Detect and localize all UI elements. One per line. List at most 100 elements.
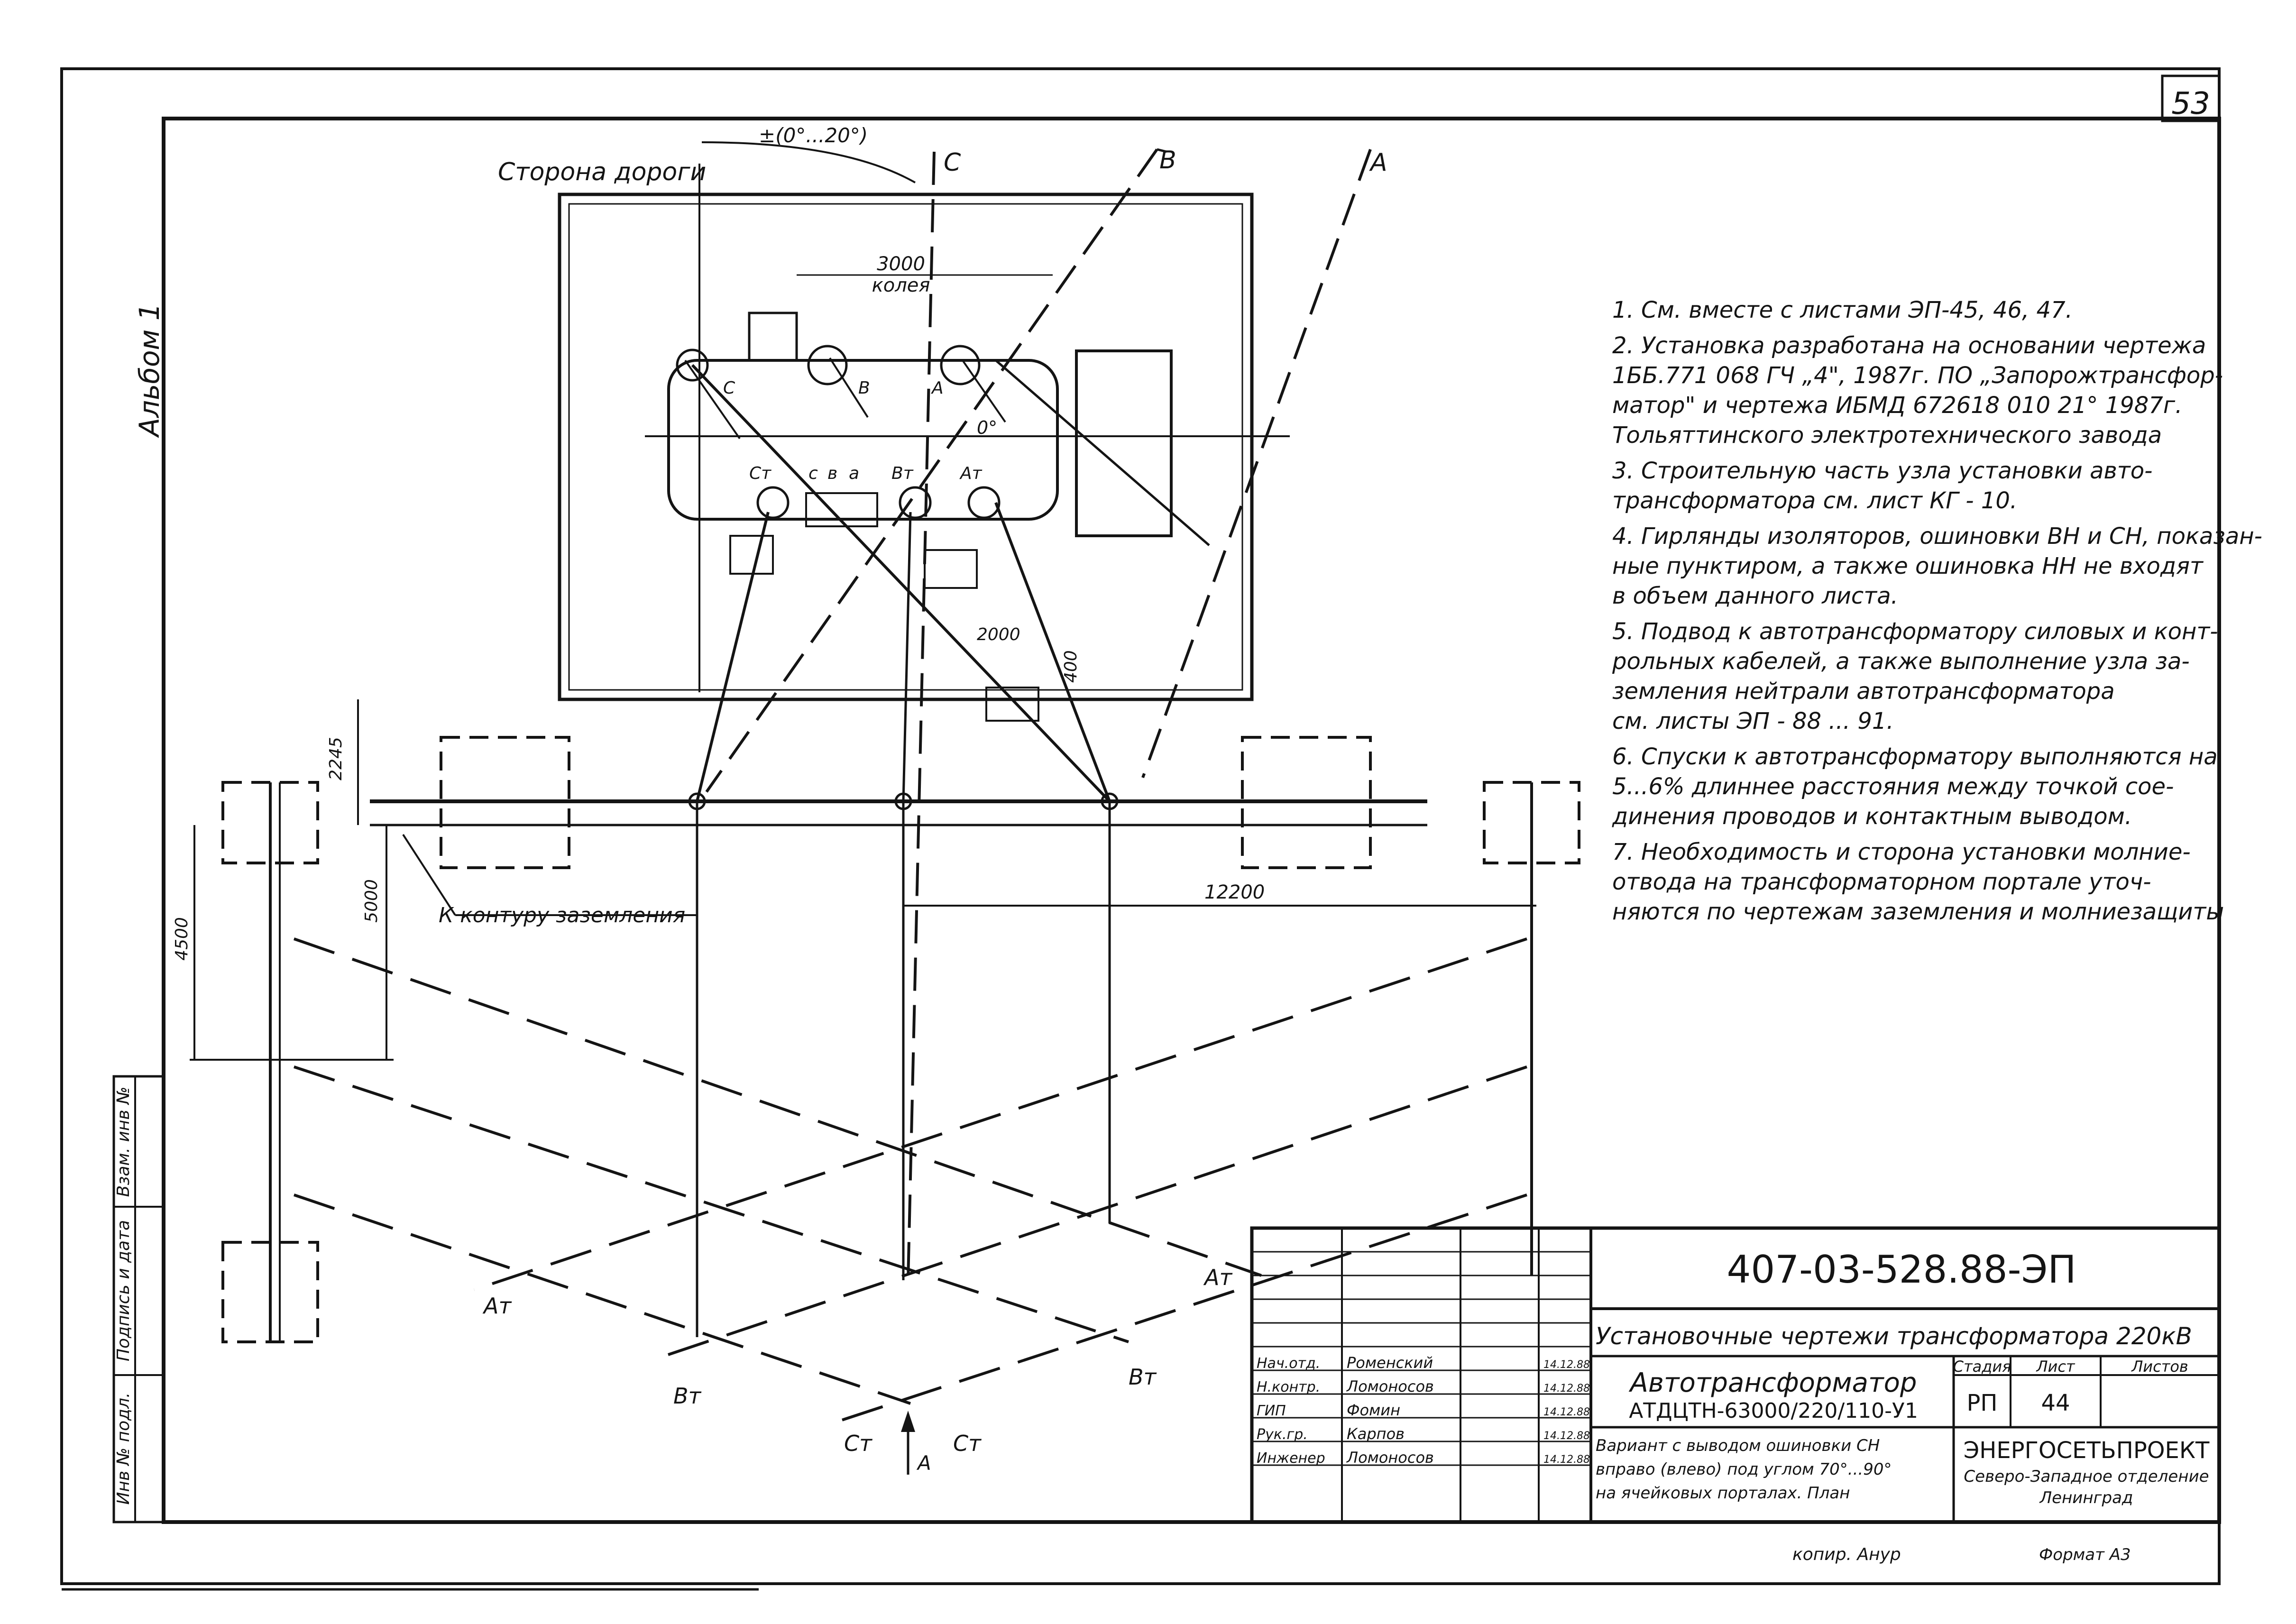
note-line: Тольяттинского электротехнического завод… [1612,422,2162,449]
doc-code: 407-03-528.88-ЭП [1727,1248,2076,1292]
title-block: 407-03-528.88-ЭП Установочные чертежи тр… [1250,1226,2221,1524]
bushing-label-at: Aт [959,464,983,483]
bushing-label-c-small: c [808,464,818,483]
signer-role: Инженер [1257,1450,1325,1467]
dim-2245: 2245 [326,737,346,780]
axis-a [1141,148,1372,779]
stage-header: Стадия [1953,1358,2011,1376]
note-line: ные пунктиром, а также ошиновка НН не вх… [1612,553,2204,579]
dim-2000: 2000 [977,625,1020,644]
signer-role: ГИП [1257,1403,1286,1419]
phase-line-label-bt-right: Bт [1129,1364,1157,1390]
signer-date: 14.12.88 [1543,1359,1590,1371]
note-line: 5. Подвод к автотрансформатору силовых и… [1612,618,2218,645]
signer-name: Фомин [1347,1401,1400,1419]
axis-label-b: B [1159,146,1176,174]
note-line: 5...6% длиннее расстояния между точкой с… [1612,773,2174,800]
stamp-signature-date: Подпись и дата [114,1220,133,1361]
album-label: Альбом 1 [133,303,165,438]
note-line: рольных кабелей, а также выполнение узла… [1612,648,2190,675]
signer-date: 14.12.88 [1543,1454,1590,1466]
gauge-value: 3000 [877,253,925,275]
note-line: в объем данного листа. [1612,583,1898,609]
signer-name: Ломоносов [1346,1449,1434,1467]
phase-axes: C B A [705,146,1387,1281]
stamp-vzam-inv: Взам. инв № [114,1087,133,1197]
angle-label: ±(0°...20°) [759,124,868,147]
phase-line-label-bt-left: Bт [673,1383,702,1409]
side-stamp: Инв № подл. Подпись и дата Взам. инв № [112,1075,165,1523]
org-branch: Северо-Западное отделение [1964,1467,2209,1486]
note-line: 1ББ.771 068 ГЧ „4", 1987г. ПО „Запорожтр… [1612,362,2223,389]
phase-line-label-at-right: Aт [1203,1265,1232,1290]
dim-400: 400 [1061,650,1081,683]
note-line: 4. Гирлянды изоляторов, ошиновки ВН и СН… [1612,523,2262,550]
signer-date: 14.12.88 [1543,1406,1590,1418]
note-line: 3. Строительную часть узла установки авт… [1612,458,2152,484]
bushing-label-c: C [723,378,735,398]
bushing-label-bt: Bт [891,464,914,483]
note-line: отвода на трансформаторном портале уточ- [1612,869,2151,895]
sheet-value: 44 [2041,1390,2070,1416]
axis-label-a: A [1369,148,1387,177]
signer-name: Ломоносов [1346,1377,1434,1395]
axis-c [907,151,936,1281]
phase-line-label-ct-right: Cт [953,1431,982,1456]
stamp-inv-podl: Инв № подл. [114,1393,133,1505]
signer-name: Роменский [1347,1354,1433,1372]
sheet-description-3: на ячейковых порталах. План [1596,1484,1850,1503]
bushing-label-a-small: a [849,464,859,483]
format-mark: Формат А3 [2039,1545,2131,1564]
dim-4500: 4500 [172,917,192,961]
note-line: земления нейтрали автотрансформатора [1612,678,2115,705]
note-line: 7. Необходимость и сторона установки мол… [1612,839,2191,865]
sheet-header: Лист [2036,1358,2075,1376]
signer-role: Н.контр. [1257,1379,1320,1395]
note-line: матор" и чертежа ИБМД 672618 010 21° 198… [1612,392,2182,419]
phase-line-label-at-left: Aт [482,1293,512,1319]
gantry: 12200 2245 5000 4500 К контуру заземлени… [172,699,1580,1343]
sheet-description-1: Вариант с выводом ошиновки СН [1596,1436,1880,1455]
note-line: няются по чертежам заземления и молниеза… [1612,899,2224,925]
signer-role: Нач.отд. [1257,1355,1320,1372]
note-line: 2. Установка разработана на основании че… [1612,332,2206,359]
north-arrow-label: A [916,1451,931,1475]
phase-line-label-ct-left: Cт [844,1431,872,1456]
org-name: ЭНЕРГОСЕТЬПРОЕКТ [1964,1437,2210,1464]
axis-b [705,148,1158,793]
angle-arc [701,141,916,184]
notes-block: 1. См. вместе с листами ЭП-45, 46, 47. 2.… [1612,297,2262,925]
autotransformer: 3000 колея C B A 0° Cт c в a Bт Aт 2000 … [645,253,1290,803]
page-number-box [2161,74,2221,122]
bushing-label-b: B [858,378,870,398]
signer-date: 14.12.88 [1543,1383,1590,1395]
sh-phase-lines: Aт Aт Bт Bт Cт Cт A [294,937,1527,1475]
bushing-label-ct: Cт [749,464,771,483]
note-line: динения проводов и контактным выводом. [1612,803,2132,830]
bushing-label-a: A [931,378,944,398]
page-number: 53 [2171,86,2210,121]
axis-label-c: C [944,148,961,177]
road-side-label: Сторона дороги [498,158,706,186]
bushing-label-v-small: в [827,464,837,483]
dim-12200: 12200 [1204,881,1265,903]
note-line: см. листы ЭП - 88 ... 91. [1612,708,1894,734]
signer-name: Карпов [1347,1425,1405,1443]
sheets-header: Листов [2131,1358,2188,1376]
note-line: 6. Спуски к автотрансформатору выполняют… [1612,743,2218,770]
note-line: трансформатора см. лист КГ - 10. [1612,487,2017,514]
project-title: Установочные чертежи трансформатора 220к… [1596,1322,2192,1350]
sheet-title-1: Автотрансформатор [1629,1367,1917,1398]
zero-angle-label: 0° [977,417,997,438]
signer-role: Рук.гр. [1257,1426,1308,1443]
ground-contour-label: К контуру заземления [439,903,685,927]
note-line: 1. См. вместе с листами ЭП-45, 46, 47. [1612,297,2073,323]
inner-frame [162,117,2221,1524]
copy-mark: копир. Анур [1792,1545,1901,1564]
signer-date: 14.12.88 [1543,1430,1590,1442]
sheet-description-2: вправо (влево) под углом 70°...90° [1596,1460,1892,1479]
gauge-text: колея [872,275,930,296]
stage-value: РП [1966,1390,1997,1416]
sheet-title-2: АТДЦТН-63000/220/110-У1 [1629,1399,1918,1423]
